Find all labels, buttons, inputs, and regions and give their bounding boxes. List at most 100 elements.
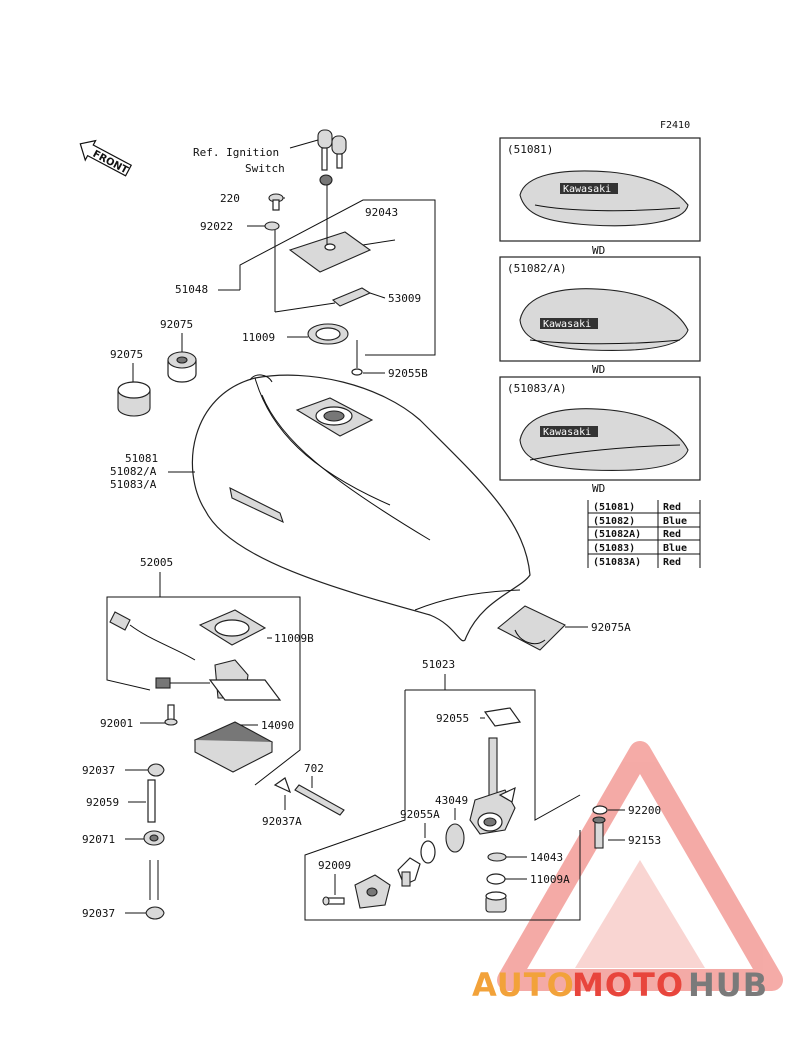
screw-92001 xyxy=(164,704,178,726)
callout-53009: 53009 xyxy=(388,292,421,305)
variant-panel-51083a: (51083/A) Kawasaki WD xyxy=(499,376,701,495)
gasket-11009 xyxy=(307,323,349,345)
figure-code: F2410 xyxy=(660,120,690,131)
tube-702 xyxy=(294,784,345,816)
tank-badge-51082a xyxy=(540,318,598,329)
callout-14090: 14090 xyxy=(261,719,294,732)
tank-badge-51083a xyxy=(540,426,598,437)
ref-ignition-line1: Ref. Ignition xyxy=(193,146,279,159)
callout-92071: 92071 xyxy=(82,833,115,846)
variant-finish-51082a: WD xyxy=(592,363,605,376)
color-table-color-1: Red xyxy=(663,502,681,513)
callout-92001: 92001 xyxy=(100,717,133,730)
ignition-keys xyxy=(289,129,347,186)
hose-lower xyxy=(149,860,159,900)
svg-text:Kawasaki: Kawasaki xyxy=(563,184,611,195)
hose-92059 xyxy=(147,779,156,823)
callout-11009B: 11009B xyxy=(274,632,314,645)
callout-92055B: 92055B xyxy=(388,367,428,380)
screw-92009 xyxy=(322,896,345,906)
callout-11009: 11009 xyxy=(242,331,275,344)
color-table-part-3: (51082A) xyxy=(593,529,641,540)
fuel-tank-body xyxy=(191,374,531,642)
drain-plug xyxy=(485,891,507,913)
tank-mount-bracket xyxy=(229,487,284,524)
ref-ignition-line2: Switch xyxy=(245,162,285,175)
callout-92022: 92022 xyxy=(200,220,233,233)
tank-filler-opening xyxy=(295,397,374,437)
front-label: FRONT xyxy=(91,149,130,177)
variant-panel-51081: (51081) Kawasaki WD xyxy=(499,137,701,257)
callout-14043: 14043 xyxy=(530,851,563,864)
callout-51081: 51081 xyxy=(125,452,158,465)
callout-92043: 92043 xyxy=(365,206,398,219)
callout-92075-upper: 92075 xyxy=(160,318,193,331)
variant-finish-51083a: WD xyxy=(592,482,605,495)
watermark-logo-mark xyxy=(497,741,783,991)
callout-52005: 52005 xyxy=(140,556,173,569)
bracket-51048 xyxy=(239,199,436,356)
seal-14043 xyxy=(487,852,507,862)
color-table-part-4: (51083) xyxy=(593,543,635,554)
fuel-cap-lid xyxy=(288,185,372,273)
callout-51048: 51048 xyxy=(175,283,208,296)
callout-92055A: 92055A xyxy=(400,808,440,821)
callout-43049: 43049 xyxy=(435,794,468,807)
washer-92022 xyxy=(264,221,280,231)
hinge-53009 xyxy=(331,287,372,307)
hose-clamp-92037-upper xyxy=(147,763,165,777)
gasket-92055 xyxy=(483,707,522,727)
callout-92055: 92055 xyxy=(436,712,469,725)
callout-92037A: 92037A xyxy=(262,815,302,828)
callout-92009: 92009 xyxy=(318,859,351,872)
o-ring-92055a xyxy=(420,840,436,864)
o-ring-92055b xyxy=(351,368,363,376)
callout-11009A: 11009A xyxy=(530,873,570,886)
clamp-92037a xyxy=(273,777,292,794)
color-table-part-5: (51083A) xyxy=(593,557,641,568)
gasket-11009a xyxy=(486,873,506,885)
callout-92200: 92200 xyxy=(628,804,661,817)
variant-code-51081: (51081) xyxy=(507,143,553,156)
color-table-color-3: Red xyxy=(663,529,681,540)
bolt-92153 xyxy=(592,816,606,849)
svg-text:Kawasaki: Kawasaki xyxy=(543,427,591,438)
variant-code-51082a: (51082/A) xyxy=(507,262,567,275)
callout-92059: 92059 xyxy=(86,796,119,809)
callout-92075-left: 92075 xyxy=(110,348,143,361)
callout-51082A: 51082/A xyxy=(110,465,157,478)
variant-panel-51082a: (51082/A) Kawasaki WD xyxy=(499,256,701,376)
cock-lever xyxy=(397,857,421,887)
rear-damper-92075a xyxy=(497,605,566,651)
rubber-damper-92075-upper xyxy=(167,351,197,383)
variant-code-51083a: (51083/A) xyxy=(507,382,567,395)
color-table: (51081) Red (51082) Blue (51082A) Red (5… xyxy=(587,500,701,568)
callout-92075A: 92075A xyxy=(591,621,631,634)
filter-43049 xyxy=(445,823,465,853)
watermark-hub: HUB xyxy=(688,966,768,1004)
color-table-part-2: (51082) xyxy=(593,516,635,527)
washer-92200 xyxy=(592,805,608,815)
color-table-part-1: (51081) xyxy=(593,502,635,513)
callout-51023: 51023 xyxy=(422,658,455,671)
screw-220 xyxy=(268,193,284,211)
watermark-moto: MOTO xyxy=(572,966,684,1004)
front-direction-arrow: FRONT xyxy=(79,139,133,177)
callout-702: 702 xyxy=(304,762,324,775)
grommet-92071 xyxy=(143,830,165,846)
svg-text:Kawasaki: Kawasaki xyxy=(543,319,591,330)
callout-92153: 92153 xyxy=(628,834,661,847)
callout-220: 220 xyxy=(220,192,240,205)
callout-92037-lower: 92037 xyxy=(82,907,115,920)
lever-plate xyxy=(354,874,391,909)
tank-badge-51081 xyxy=(560,183,618,194)
hose-clamp-92037-lower xyxy=(145,906,165,920)
color-table-color-5: Red xyxy=(663,557,681,568)
callout-51083A: 51083/A xyxy=(110,478,157,491)
variant-finish-51081: WD xyxy=(592,244,605,257)
fuel-gauge-sender xyxy=(109,609,282,701)
watermark-auto: AUTO xyxy=(472,966,575,1004)
color-table-color-4: Blue xyxy=(663,543,687,554)
